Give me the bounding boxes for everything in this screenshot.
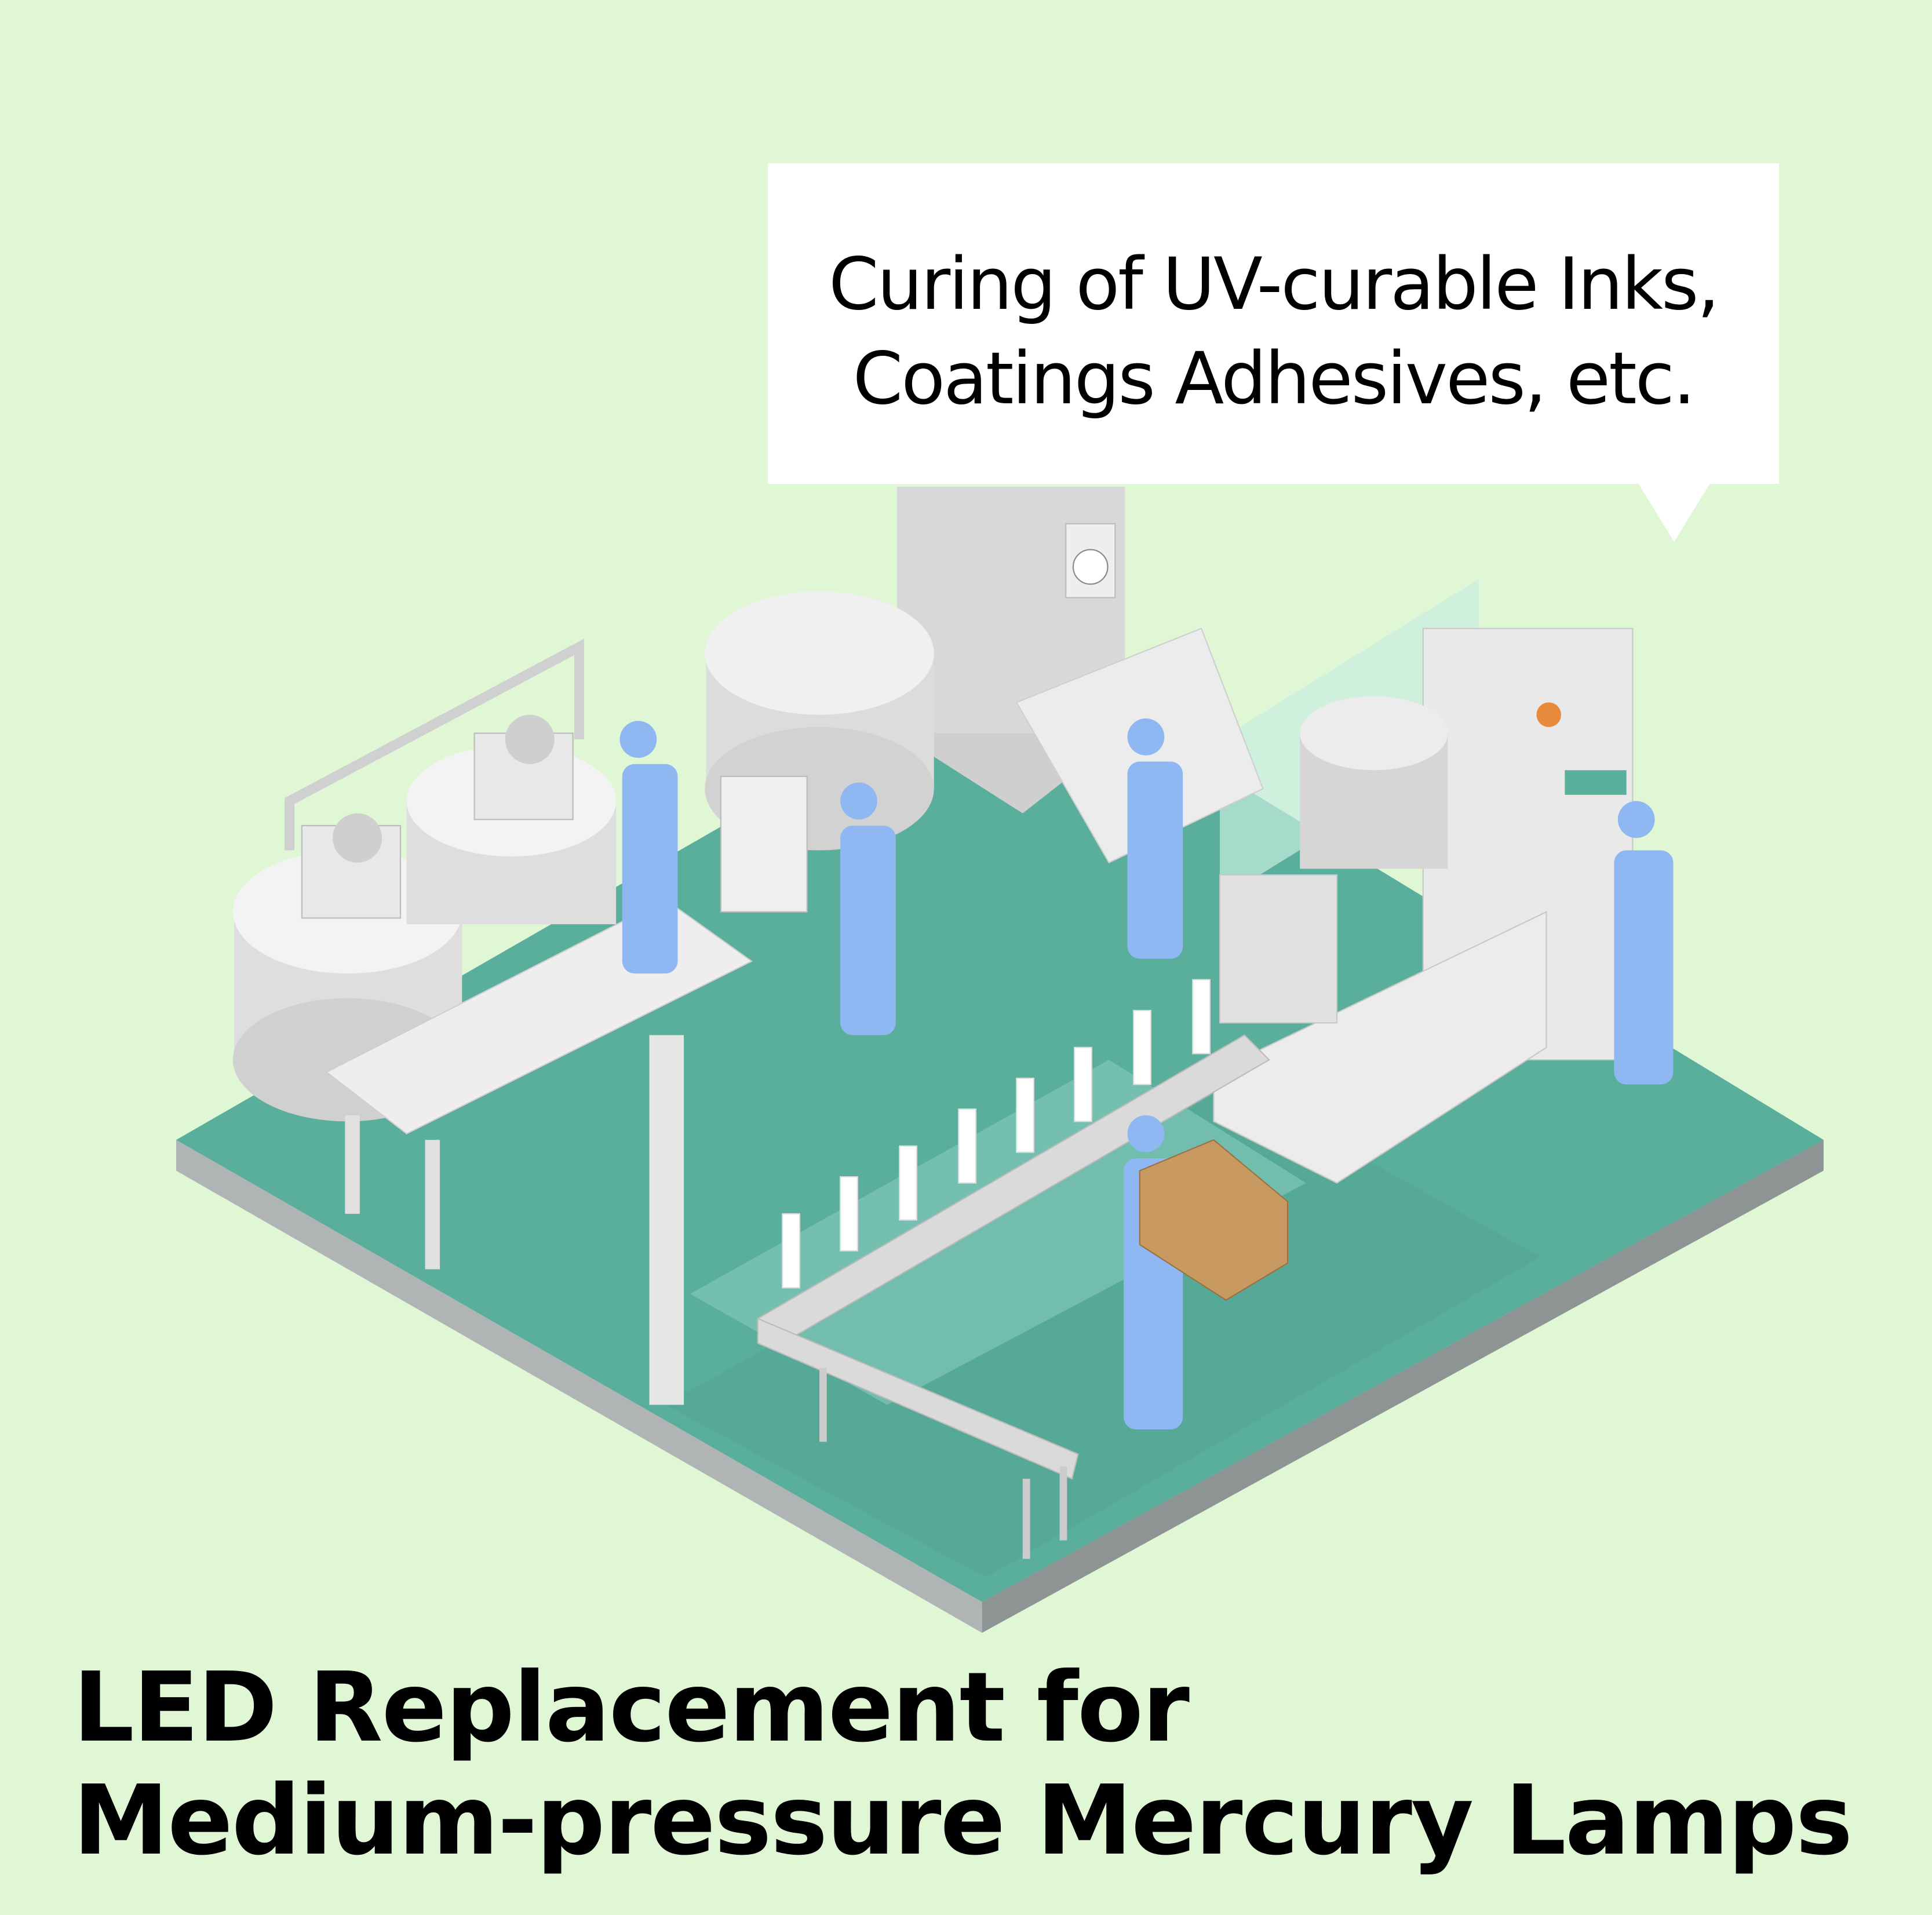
page-title: LED Replacement for Medium-pressure Merc… (73, 1651, 1853, 1877)
cardboard-box (1139, 1139, 1289, 1301)
worker (619, 721, 678, 974)
factory-floor (176, 653, 1824, 1633)
title-line-2: Medium-pressure Mercury Lamps (73, 1765, 1853, 1877)
callout-line-2: Coatings Adhesives, etc. (852, 337, 1696, 421)
conveyor (756, 1034, 1270, 1559)
worker (1127, 718, 1183, 959)
callout-tail (1638, 483, 1710, 542)
title-line-1: LED Replacement for (73, 1652, 1190, 1764)
worker (840, 782, 896, 1035)
tubes (782, 979, 1211, 1289)
callout-bubble: Curing of UV-curable Inks, Coatings Adhe… (768, 163, 1779, 484)
filling-machine (1213, 628, 1634, 1184)
callout-line-1: Curing of UV-curable Inks, (829, 243, 1720, 326)
control-panel (720, 775, 808, 913)
callout-text: Curing of UV-curable Inks, Coatings Adhe… (768, 238, 1779, 426)
workers (619, 718, 1674, 1430)
worker (1614, 801, 1674, 1085)
